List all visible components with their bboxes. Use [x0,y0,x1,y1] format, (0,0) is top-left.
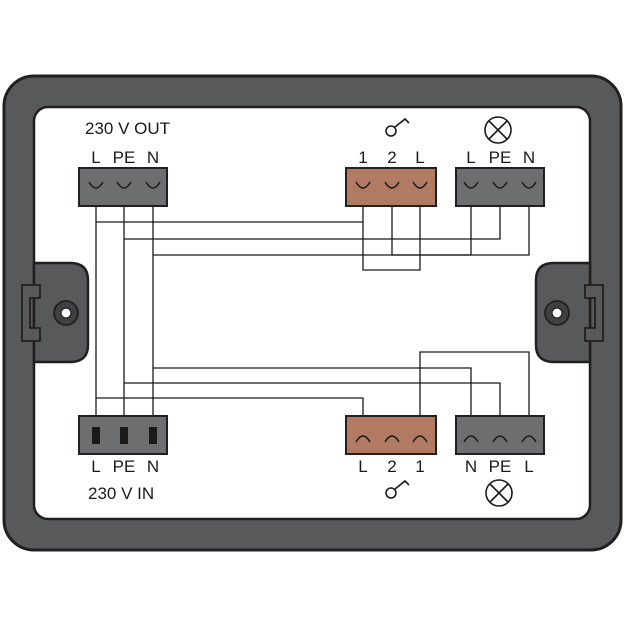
wire-top-l-to-switch [96,190,421,271]
connector-switch-bottom: L 2 1 [345,415,437,499]
pin-lamp-bot-pe [492,435,508,443]
pin-lamp-top-pe [492,181,508,189]
pin-label-lamp-top-1: L [466,148,475,167]
pin-lamp-top-n [521,181,537,189]
pin-out-pe [116,181,132,189]
connector-230v-out: 230 V OUT L PE N [78,119,170,207]
pin-sw-bot-3 [412,435,428,443]
switch-icon [385,117,410,137]
wire-bot-n-to-lamp [153,367,472,430]
wire-bot-pe-to-lamp [124,382,501,430]
connector-switch-top: 1 2 L [345,117,437,207]
pin-out-l [88,181,104,189]
pin-lamp-bot-n [463,435,479,443]
pin-label-in-1: L [91,457,100,476]
pin-sw-bot-2 [384,435,400,443]
pin-label-sw-bot-1: L [358,457,367,476]
pin-label-sw-bot-3: 1 [415,457,424,476]
pin-label-lamp-bot-1: N [465,457,477,476]
pin-in-pe [120,427,128,444]
left-mounting-ear [21,261,90,364]
pin-lamp-top-l [463,181,479,189]
pin-label-in-3: N [147,457,159,476]
label-230v-in: 230 V IN [88,484,154,503]
pin-label-out-3: N [147,148,159,167]
pin-label-out-2: PE [113,148,136,167]
pin-label-lamp-top-3: N [523,148,535,167]
pin-sw-top-3 [412,181,428,189]
pin-out-n [145,181,161,189]
pin-label-sw-top-2: 2 [387,148,396,167]
lamp-icon [485,479,513,507]
label-230v-out: 230 V OUT [85,119,170,138]
pin-label-lamp-bot-3: L [524,457,533,476]
pin-lamp-bot-l [521,435,537,443]
pin-label-out-1: L [91,148,100,167]
pin-in-n [149,427,157,444]
connector-230v-in: L PE N 230 V IN [78,415,168,503]
pin-sw-top-1 [355,181,371,189]
pin-label-sw-bot-2: 2 [387,457,396,476]
wire-top-n-to-lamp [153,190,530,256]
right-mounting-ear [534,261,604,364]
lamp-icon [484,116,512,144]
pin-label-lamp-top-2: PE [489,148,512,167]
connector-lamp-top: L PE N [455,116,545,207]
pin-sw-top-2 [384,181,400,189]
pin-label-sw-top-3: L [415,148,424,167]
pin-label-in-2: PE [113,457,136,476]
pin-in-l [92,427,100,444]
wire-bot-switch-1-to-lamp-l [419,351,530,430]
pin-label-sw-top-1: 1 [358,148,367,167]
pin-sw-bot-1 [355,435,371,443]
connector-lamp-bottom: N PE L [455,415,545,507]
switch-icon [385,479,410,499]
pin-label-lamp-bot-2: PE [489,457,512,476]
